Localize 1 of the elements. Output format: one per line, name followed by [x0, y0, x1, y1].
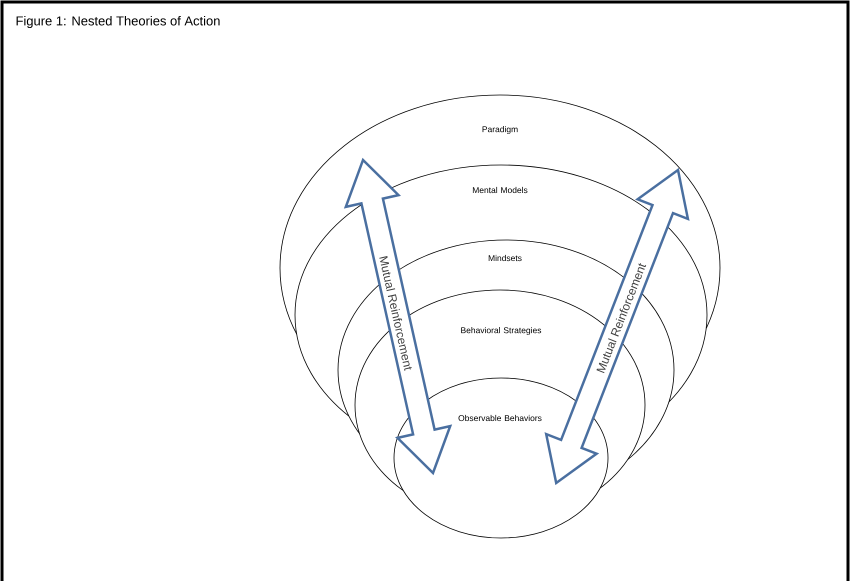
- figure-title: Figure 1: Nested Theories of Action: [16, 16, 220, 28]
